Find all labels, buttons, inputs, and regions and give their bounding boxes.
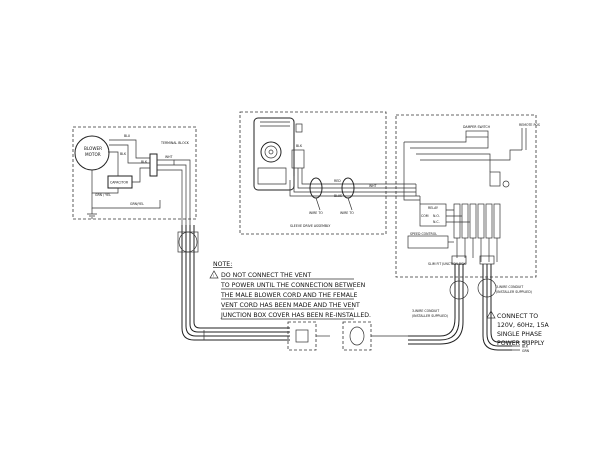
- cord-connection: [287, 321, 408, 351]
- sleeve-wire-to-a: WIRE TO: [309, 211, 323, 215]
- note-line-3: THE MALE BLOWER CORD AND THE FEMALE: [220, 292, 357, 299]
- legend-grn: GRN: [522, 349, 530, 353]
- warning-icon: [209, 270, 219, 279]
- power-warning-icon: [486, 310, 496, 319]
- junction-title: SLIM FIT JUNCTION BOX: [428, 262, 466, 266]
- damper-switch-label: DAMPER SWITCH: [463, 125, 491, 129]
- blower-wire-grn: GRN/YEL: [130, 202, 144, 206]
- power-line-4: POWER SUPPLY: [497, 340, 544, 347]
- blower-motor-label-1: BLOWER: [84, 146, 102, 151]
- sleeve-wire-blk: BLK: [296, 144, 303, 148]
- female-plug-box: [342, 321, 372, 351]
- junction-cables: 3-WIRE CONDUIT (INSTALLER SUPPLIED) 3-WI…: [408, 264, 532, 353]
- blower-wire-blk-2: BLK: [141, 160, 148, 164]
- note-line-5: JUNCTION BOX COVER HAS BEEN RE-INSTALLED…: [220, 312, 371, 319]
- relay-nc: N.C.: [433, 220, 440, 224]
- note-heading: NOTE:: [213, 261, 232, 268]
- sleeve-wire-blue: BLUE: [334, 194, 342, 198]
- blower-wire-grn-pe: GRN / YEL: [95, 193, 111, 197]
- conduit-b-label: 3-WIRE CONDUIT: [496, 285, 523, 289]
- sleeve-mechanism: [253, 117, 295, 191]
- power-line-1: CONNECT TO: [497, 313, 538, 320]
- note-block: NOTE: ! DO NOT CONNECT THE VENT TO POWER…: [209, 261, 371, 320]
- speed-control-label: SPEED CONTROL: [410, 232, 437, 236]
- remote-pos-label: REMOTE POS: [519, 123, 540, 127]
- blower-wire-blu: BLU: [124, 134, 131, 138]
- legend-blk: BLK: [522, 345, 529, 349]
- blower-enclosure: [72, 126, 197, 220]
- junction-box-section: DAMPER SWITCH REMOTE POS RELAY COM N.O. …: [395, 114, 540, 278]
- warning-icon-mark: !: [213, 274, 214, 278]
- note-line-1: DO NOT CONNECT THE VENT: [221, 272, 311, 279]
- power-supply-note: CONNECT TO 120V, 60Hz, 15A SINGLE PHASE …: [486, 310, 550, 347]
- capacitor-label: CAPACITOR: [110, 181, 129, 185]
- sleeve-assembly-label: SLEEVE DRIVE ASSEMBLY: [290, 224, 330, 228]
- legend-wht: WHT: [522, 340, 530, 344]
- blower-section: BLOWER MOTOR CAPACITOR TERMINAL BLOCK BL…: [72, 126, 197, 225]
- sleeve-wire-red: RED: [334, 179, 341, 183]
- junction-enclosure: [395, 114, 537, 278]
- power-line-3: SINGLE PHASE: [497, 331, 542, 338]
- blower-wire-wht: WHT: [165, 155, 173, 159]
- terminal-block-label: TERMINAL BLOCK: [160, 141, 190, 145]
- relay-com: COM: [421, 214, 429, 218]
- blower-wire-blk: BLK: [120, 152, 127, 156]
- power-line-2: 120V, 60Hz, 15A: [497, 322, 550, 329]
- sleeve-enclosure: [239, 111, 387, 235]
- conduit-b-sub: (INSTALLER SUPPLIED): [496, 290, 532, 294]
- male-plug-box: [287, 321, 317, 351]
- sleeve-wire-to-b: WIRE TO: [340, 211, 354, 215]
- relay-no: N.O.: [433, 214, 440, 218]
- conduit-a-sub: (INSTALLER SUPPLIED): [412, 314, 448, 318]
- sleeve-drive-section: RED BLUE WHT BLK WIRE TO WIRE TO SLEEVE …: [239, 111, 420, 235]
- note-line-4: VENT CORD HAS BEEN MADE AND THE VENT: [221, 302, 360, 309]
- note-line-2: TO POWER UNTIL THE CONNECTION BETWEEN: [220, 282, 366, 289]
- blower-motor-label-2: MOTOR: [85, 152, 101, 157]
- terminal-block-symbol: [149, 153, 158, 177]
- blower-cable: [177, 225, 290, 341]
- relay-label: RELAY: [428, 206, 438, 210]
- conduit-a-label: 3-WIRE CONDUIT: [412, 309, 439, 313]
- sleeve-wire-wht: WHT: [369, 184, 377, 188]
